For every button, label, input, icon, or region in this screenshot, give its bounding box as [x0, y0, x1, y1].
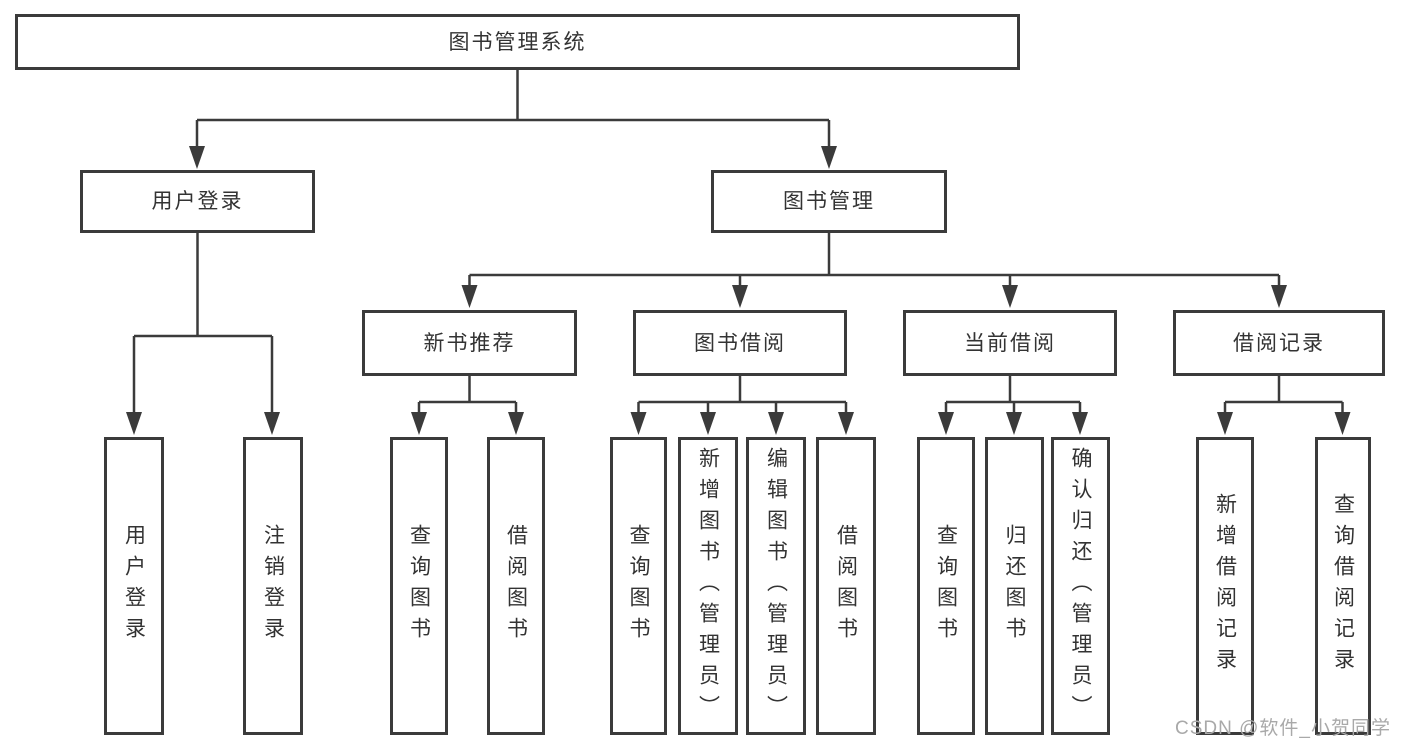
- leaf-label: 注销登录: [261, 524, 285, 648]
- leaf-label: 查询借阅记录: [1331, 493, 1355, 679]
- leaf-label: 用户登录: [122, 524, 146, 648]
- leaf-label: 新增借阅记录: [1213, 493, 1237, 679]
- leaf-label: 新增图书（管理员）: [696, 446, 720, 726]
- leaf-label: 查询图书: [934, 524, 958, 648]
- leaf-query-book-3: 查询图书: [917, 437, 975, 735]
- leaf-logout: 注销登录: [243, 437, 303, 735]
- node-book-borrow: 图书借阅: [633, 310, 847, 376]
- node-user-login: 用户登录: [80, 170, 315, 233]
- leaf-label: 编辑图书（管理员）: [764, 446, 788, 726]
- leaf-borrow-book-2: 借阅图书: [816, 437, 876, 735]
- leaf-label: 借阅图书: [834, 524, 858, 648]
- arrowhead-icons: [126, 146, 1351, 435]
- leaf-edit-book-admin: 编辑图书（管理员）: [746, 437, 806, 735]
- leaf-query-borrow-record: 查询借阅记录: [1315, 437, 1371, 735]
- leaf-return-book: 归还图书: [985, 437, 1044, 735]
- node-current-borrow: 当前借阅: [903, 310, 1117, 376]
- node-book-management: 图书管理: [711, 170, 947, 233]
- node-borrow-record: 借阅记录: [1173, 310, 1385, 376]
- node-root-system: 图书管理系统: [15, 14, 1020, 70]
- leaf-user-login: 用户登录: [104, 437, 164, 735]
- csdn-watermark: CSDN @软件_小贺同学: [1175, 718, 1391, 739]
- leaf-borrow-book-1: 借阅图书: [487, 437, 545, 735]
- leaf-label: 归还图书: [1003, 524, 1026, 648]
- leaf-label: 确认归还（管理员）: [1069, 446, 1092, 726]
- node-new-book-recommend: 新书推荐: [362, 310, 577, 376]
- leaf-add-book-admin: 新增图书（管理员）: [678, 437, 738, 735]
- leaf-query-book-2: 查询图书: [610, 437, 667, 735]
- leaf-query-book-1: 查询图书: [390, 437, 448, 735]
- leaf-label: 查询图书: [407, 524, 431, 648]
- leaf-label: 借阅图书: [504, 524, 528, 648]
- leaf-confirm-return-admin: 确认归还（管理员）: [1051, 437, 1110, 735]
- leaf-label: 查询图书: [627, 524, 650, 648]
- leaf-add-borrow-record: 新增借阅记录: [1196, 437, 1254, 735]
